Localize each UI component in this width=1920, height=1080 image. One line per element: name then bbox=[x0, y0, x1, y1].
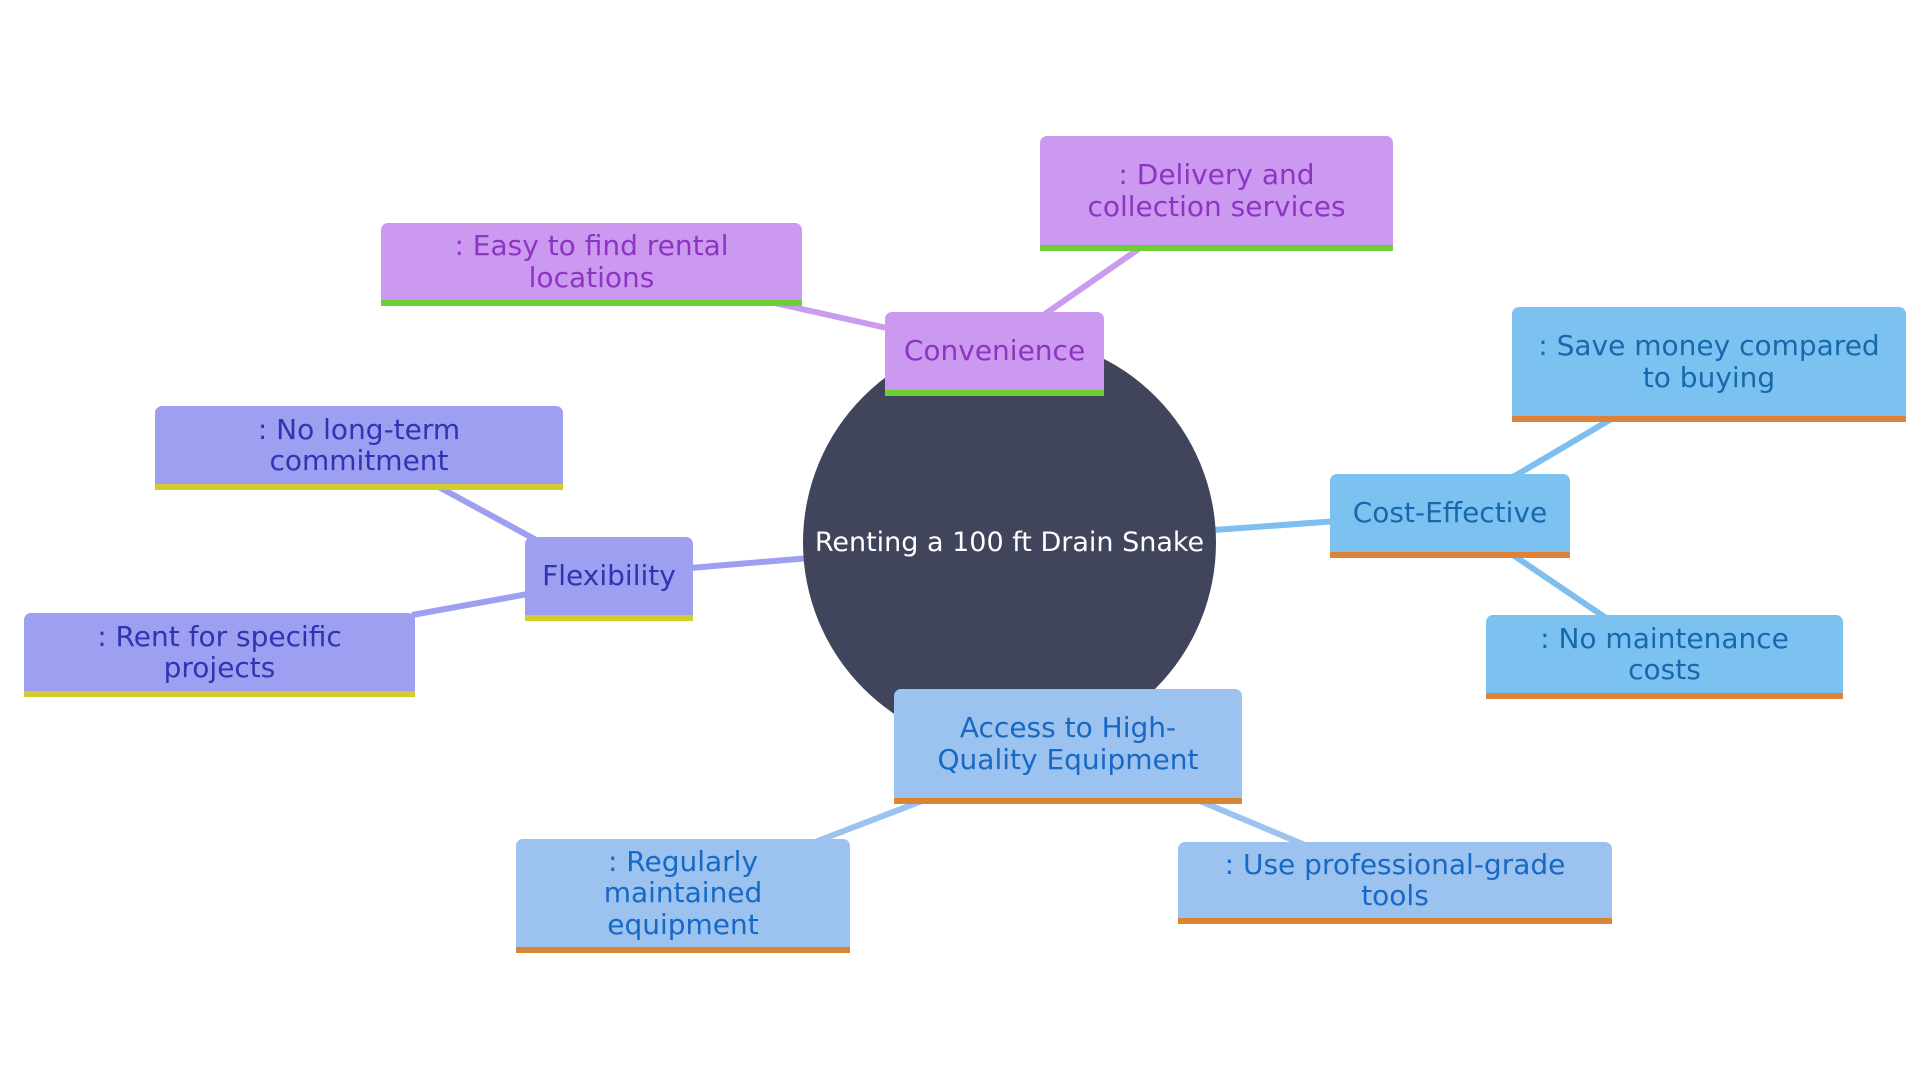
center-topic[interactable]: Renting a 100 ft Drain Snake bbox=[803, 336, 1216, 749]
node-delivery-collection[interactable]: : Delivery and collection services bbox=[1040, 136, 1393, 251]
node-professional-tools-label: : Use professional-grade tools bbox=[1224, 847, 1566, 912]
link-center-cost bbox=[1213, 518, 1339, 533]
node-easy-to-find-label: : Easy to find rental locations bbox=[454, 229, 729, 294]
center-topic-label: Renting a 100 ft Drain Snake bbox=[814, 527, 1205, 558]
node-access-equipment[interactable]: Access to High-Quality Equipment bbox=[894, 689, 1242, 804]
link-flex-projects bbox=[411, 591, 529, 618]
node-convenience[interactable]: Convenience bbox=[885, 312, 1104, 396]
node-no-maintenance[interactable]: : No maintenance costs bbox=[1486, 615, 1843, 699]
node-save-money[interactable]: : Save money compared to buying bbox=[1512, 307, 1906, 422]
node-access-equipment-label: Access to High-Quality Equipment bbox=[937, 711, 1199, 776]
link-convenience-easy bbox=[769, 299, 888, 331]
node-specific-projects[interactable]: : Rent for specific projects bbox=[24, 613, 415, 697]
node-no-maintenance-label: : No maintenance costs bbox=[1540, 621, 1789, 686]
node-cost-effective-label: Cost-Effective bbox=[1352, 496, 1548, 530]
node-cost-effective[interactable]: Cost-Effective bbox=[1330, 474, 1570, 558]
node-save-money-label: : Save money compared to buying bbox=[1538, 329, 1880, 394]
node-specific-projects-label: : Rent for specific projects bbox=[97, 619, 342, 684]
link-flex-commitment bbox=[435, 483, 540, 544]
node-flexibility[interactable]: Flexibility bbox=[525, 537, 693, 621]
link-access-regular bbox=[813, 798, 924, 845]
node-convenience-label: Convenience bbox=[903, 334, 1086, 368]
link-access-professional bbox=[1198, 798, 1307, 848]
node-no-commitment-label: : No long-term commitment bbox=[257, 412, 461, 477]
link-center-flexibility bbox=[689, 555, 811, 571]
node-no-commitment[interactable]: : No long-term commitment bbox=[155, 406, 563, 490]
link-cost-maintenance bbox=[1508, 550, 1608, 621]
node-flexibility-label: Flexibility bbox=[542, 559, 676, 593]
node-regularly-maintained[interactable]: : Regularly maintained equipment bbox=[516, 839, 850, 953]
node-professional-tools[interactable]: : Use professional-grade tools bbox=[1178, 842, 1612, 924]
node-regularly-maintained-label: : Regularly maintained equipment bbox=[603, 844, 763, 941]
link-convenience-delivery bbox=[1043, 245, 1142, 317]
node-easy-to-find[interactable]: : Easy to find rental locations bbox=[381, 223, 802, 306]
node-delivery-collection-label: : Delivery and collection services bbox=[1087, 158, 1346, 223]
link-cost-save bbox=[1511, 415, 1615, 480]
